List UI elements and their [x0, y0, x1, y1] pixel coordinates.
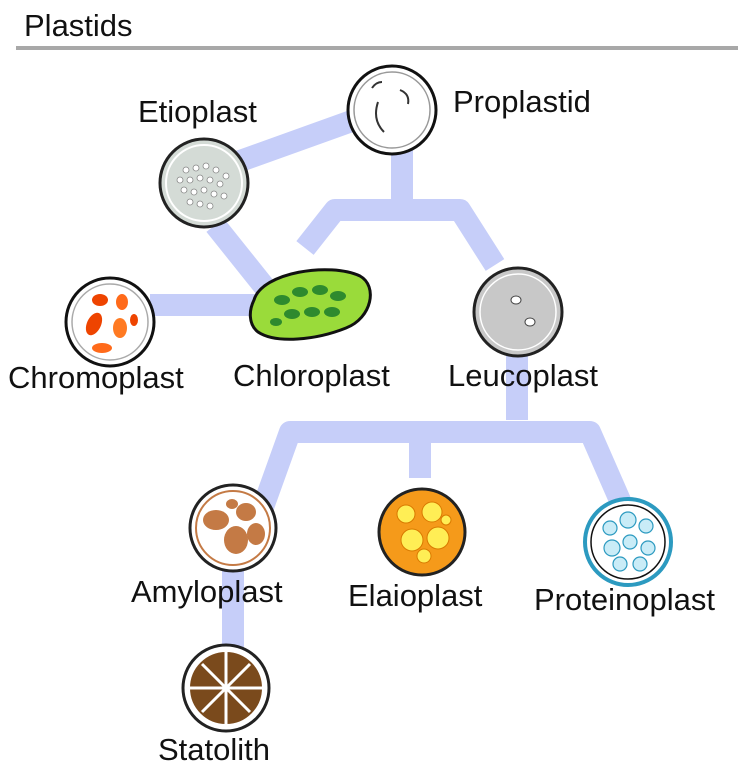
- label-chloroplast: Chloroplast: [233, 358, 390, 393]
- label-proplastid: Proplastid: [453, 84, 591, 119]
- amyloplast-icon: [188, 483, 278, 573]
- label-etioplast: Etioplast: [138, 94, 257, 129]
- leucoplast-icon: [472, 266, 564, 358]
- title-divider: [16, 46, 738, 50]
- label-chromoplast: Chromoplast: [8, 360, 184, 395]
- connector-split-lower: [251, 421, 633, 514]
- proteinoplast-icon: [583, 497, 673, 587]
- statolith-icon: [181, 643, 271, 733]
- elaioplast-icon: [377, 487, 467, 577]
- label-elaioplast: Elaioplast: [348, 578, 483, 613]
- label-proteinoplast: Proteinoplast: [534, 582, 715, 617]
- label-statolith: Statolith: [158, 732, 271, 767]
- chloroplast-icon: [248, 268, 372, 341]
- diagram-title: Plastids: [24, 8, 133, 43]
- chromoplast-icon: [64, 276, 156, 368]
- etioplast-icon: [158, 137, 250, 229]
- label-leucoplast: Leucoplast: [448, 358, 598, 393]
- proplastid-icon: [346, 64, 438, 156]
- connector-split-upper: [296, 199, 505, 271]
- label-amyloplast: Amyloplast: [131, 574, 283, 609]
